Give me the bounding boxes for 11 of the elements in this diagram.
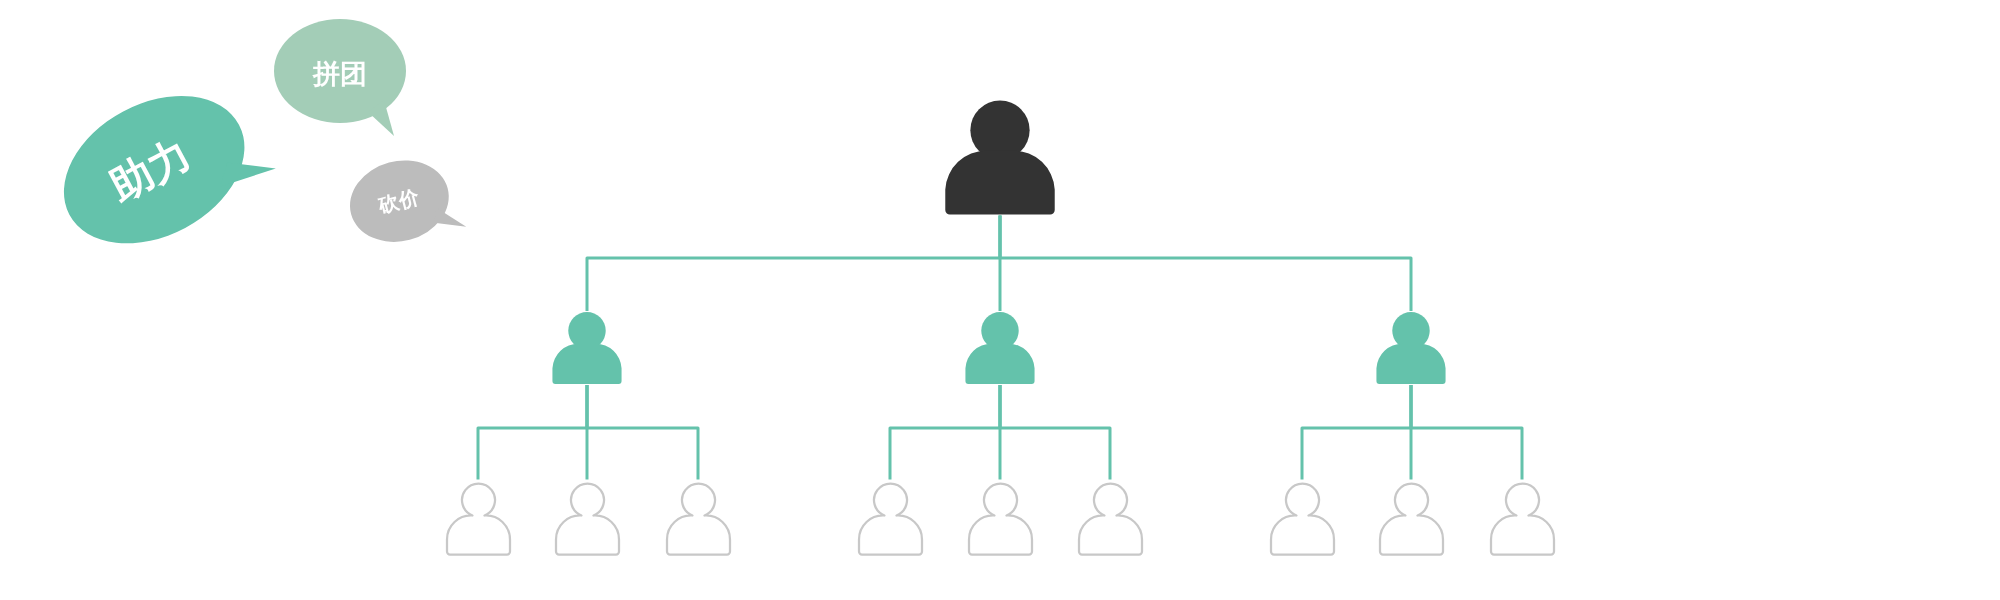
connector-line: [998, 215, 1413, 311]
bubble-text: 砍价: [376, 186, 421, 217]
connector-line: [1409, 385, 1524, 480]
person-icon: [964, 311, 1036, 385]
bubble-text: 助力: [103, 131, 198, 209]
person-icon: [1375, 311, 1447, 385]
person-icon: [551, 311, 623, 385]
bubble-text: 拼团: [313, 59, 368, 87]
person-icon: [943, 98, 1057, 216]
connector-line: [585, 385, 700, 480]
connector-line: [998, 385, 1112, 480]
